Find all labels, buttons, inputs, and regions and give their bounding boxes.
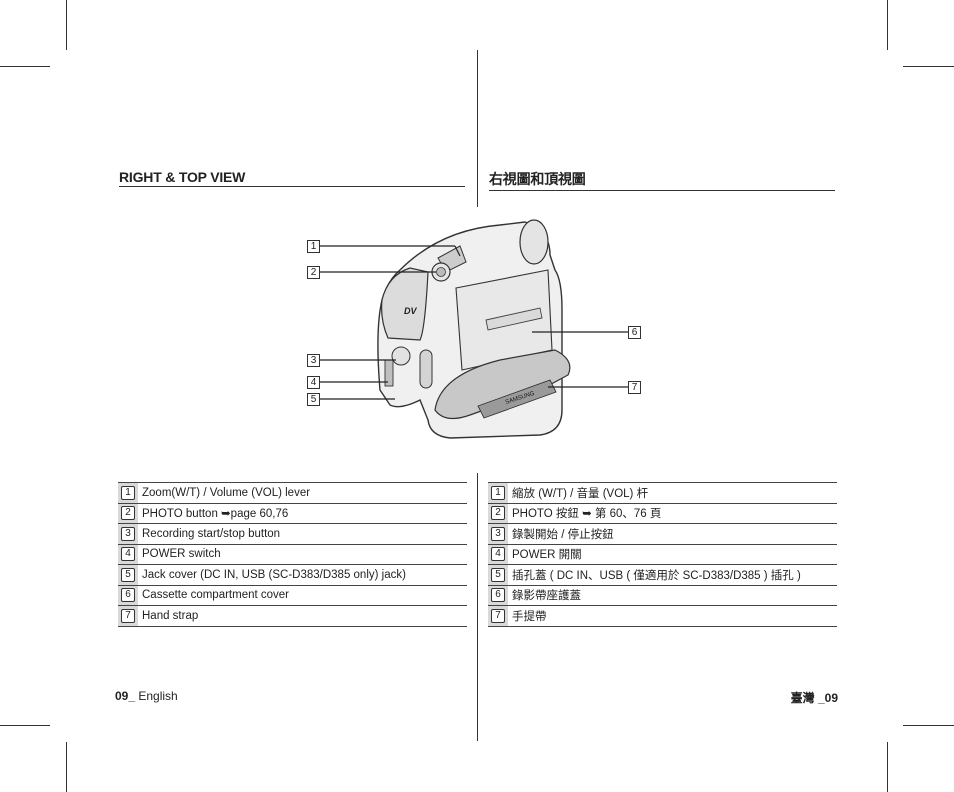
table-row: 7 Hand strap	[118, 606, 467, 627]
crop-mark	[0, 66, 50, 67]
row-number: 7	[488, 606, 508, 626]
row-number: 1	[118, 483, 138, 503]
row-text: 手提帶	[512, 610, 547, 623]
dv-logo: DV	[404, 306, 417, 316]
callout-1: 1	[307, 240, 320, 253]
left-title-text: RIGHT & TOP VIEW	[119, 169, 246, 185]
crop-mark	[887, 0, 888, 50]
callout-6: 6	[628, 326, 641, 339]
right-section-title: 右視圖和頂視圖	[489, 169, 835, 191]
left-feature-table: 1 Zoom(W/T) / Volume (VOL) lever 2 PHOTO b…	[118, 482, 467, 627]
row-number: 7	[118, 606, 138, 626]
page-footer-right: 臺灣 _09	[790, 691, 838, 705]
row-number: 2	[118, 503, 138, 523]
row-number: 6	[488, 585, 508, 605]
row-text: Jack cover (DC IN, USB (SC-D383/D385 onl…	[142, 568, 406, 581]
camcorder-figure: DV SAMSUNG	[320, 219, 628, 439]
row-number: 1	[488, 483, 508, 503]
row-number: 6	[118, 585, 138, 605]
crop-mark	[903, 725, 954, 726]
table-row: 1 Zoom(W/T) / Volume (VOL) lever	[118, 483, 467, 504]
row-number-text: 6	[491, 588, 505, 603]
row-number: 4	[488, 544, 508, 564]
row-number: 3	[118, 524, 138, 544]
row-number: 5	[488, 565, 508, 585]
callout-2: 2	[307, 266, 320, 279]
row-number-text: 4	[491, 547, 505, 562]
table-row: 2 PHOTO button ➥page 60,76	[118, 503, 467, 524]
callout-3: 3	[307, 354, 320, 367]
callout-4: 4	[307, 376, 320, 389]
row-number: 5	[118, 565, 138, 585]
table-row: 3 錄製開始 / 停止按鈕	[488, 524, 837, 545]
row-number-text: 4	[121, 547, 135, 562]
row-number-text: 5	[121, 567, 135, 582]
crop-mark	[66, 0, 67, 50]
row-number-text: 3	[121, 526, 135, 541]
table-row: 5 插孔蓋 ( DC IN、USB ( 僅適用於 SC-D383/D385 ) 插…	[488, 565, 837, 586]
table-row: 1 縮放 (W/T) / 音量 (VOL) 杆	[488, 483, 837, 504]
row-number-text: 7	[491, 608, 505, 623]
row-text: 錄製開始 / 停止按鈕	[512, 528, 614, 541]
row-text: Recording start/stop button	[142, 527, 281, 540]
row-text: 縮放 (W/T) / 音量 (VOL) 杆	[512, 487, 649, 500]
row-number: 3	[488, 524, 508, 544]
row-number-text: 3	[491, 526, 505, 541]
right-title-text: 右視圖和頂視圖	[489, 171, 586, 187]
row-text: PHOTO 按鈕 ➥ 第 60、76 頁	[512, 508, 662, 521]
table-row: 3 Recording start/stop button	[118, 524, 467, 545]
crop-mark	[66, 742, 67, 792]
row-number-text: 7	[121, 608, 135, 623]
row-number-text: 2	[121, 506, 135, 521]
left-section-title: RIGHT & TOP VIEW	[119, 169, 465, 187]
table-row: 5 Jack cover (DC IN, USB (SC-D383/D385 on…	[118, 565, 467, 586]
row-text: Hand strap	[142, 609, 199, 622]
row-number: 4	[118, 544, 138, 564]
table-row: 4 POWER 開關	[488, 544, 837, 565]
table-row: 6 Cassette compartment cover	[118, 585, 467, 606]
row-number: 2	[488, 503, 508, 523]
table-row: 2 PHOTO 按鈕 ➥ 第 60、76 頁	[488, 503, 837, 524]
crop-mark	[0, 725, 50, 726]
row-text: POWER switch	[142, 548, 221, 561]
row-number-text: 2	[491, 506, 505, 521]
right-feature-table: 1 縮放 (W/T) / 音量 (VOL) 杆 2 PHOTO 按鈕 ➥ 第 60、…	[488, 482, 837, 627]
row-text: 錄影帶座護蓋	[512, 590, 581, 603]
row-number-text: 5	[491, 567, 505, 582]
row-text: Cassette compartment cover	[142, 589, 290, 602]
row-text: 插孔蓋 ( DC IN、USB ( 僅適用於 SC-D383/D385 ) 插孔…	[512, 569, 801, 582]
callout-5: 5	[307, 393, 320, 406]
row-number-text: 1	[121, 485, 135, 500]
crop-mark	[903, 66, 954, 67]
row-text: Zoom(W/T) / Volume (VOL) lever	[142, 486, 311, 499]
crop-mark	[887, 742, 888, 792]
callout-7: 7	[628, 381, 641, 394]
row-text: POWER 開關	[512, 549, 582, 562]
row-number-text: 6	[121, 588, 135, 603]
footer-language: English	[138, 689, 178, 703]
table-row: 6 錄影帶座護蓋	[488, 585, 837, 606]
page-number: 09_	[115, 689, 136, 703]
row-text: PHOTO button ➥page 60,76	[142, 508, 289, 521]
center-divider	[477, 473, 478, 741]
table-row: 7 手提帶	[488, 606, 837, 627]
center-divider	[477, 50, 478, 207]
row-number-text: 1	[491, 485, 505, 500]
page-footer-left: 09_ English	[115, 689, 178, 703]
table-row: 4 POWER switch	[118, 544, 467, 565]
